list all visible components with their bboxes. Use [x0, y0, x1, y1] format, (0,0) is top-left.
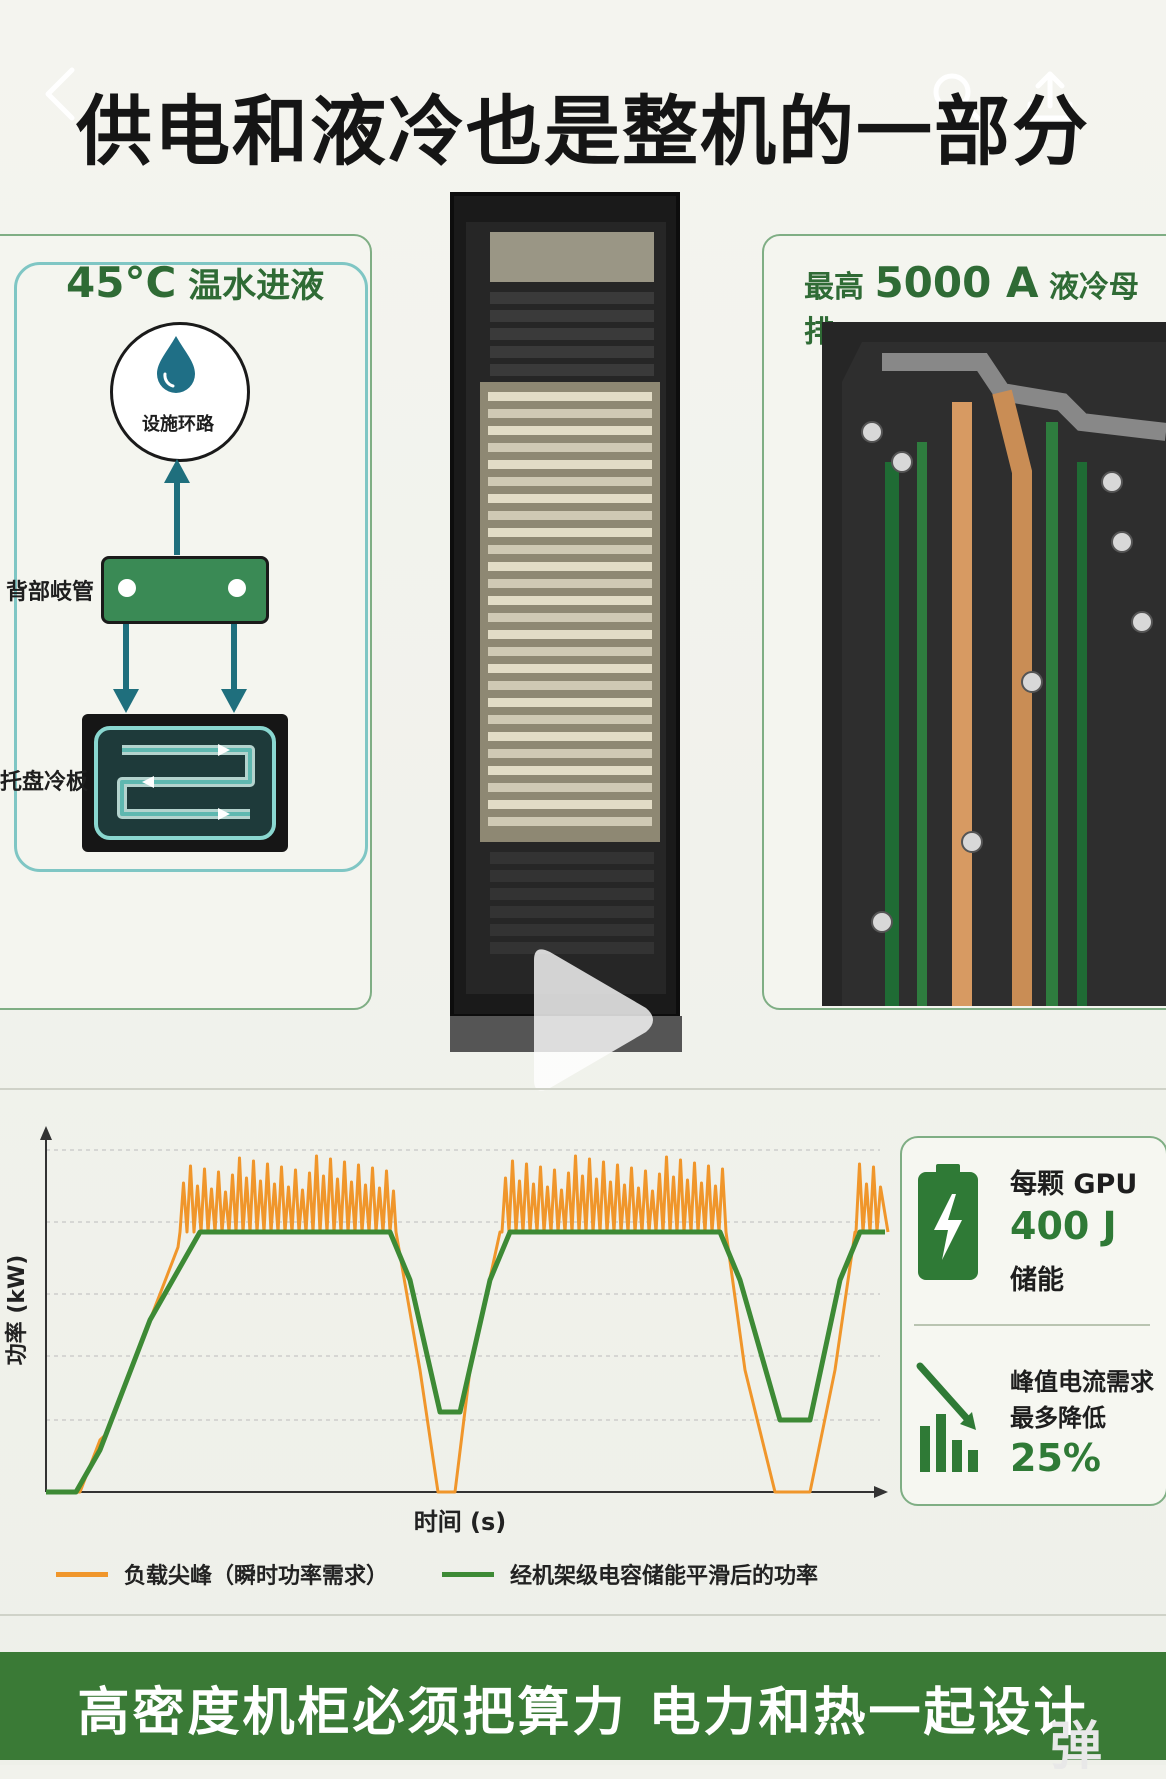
legend-item-smooth: 经机架级电容储能平滑后的功率: [442, 1558, 818, 1590]
tray-cold-plate: [82, 714, 288, 852]
legend-label-spike: 负载尖峰（瞬时功率需求）: [124, 1564, 389, 1589]
busbar-image: [822, 322, 1166, 1006]
play-icon[interactable]: [514, 940, 664, 1104]
rack-blade: [488, 647, 652, 656]
rack-blade: [488, 426, 652, 435]
stats-divider: [914, 1324, 1150, 1326]
rack-blade: [488, 749, 652, 758]
rack-blade: [488, 630, 652, 639]
energy-line1: 每颗 GPU: [1010, 1169, 1138, 1200]
footer-banner-text: 高密度机柜必须把算力 电力和热一起设计: [77, 1683, 1089, 1743]
rack-blade: [488, 698, 652, 707]
left-panel-heading: 45°C 温水进液: [66, 258, 324, 307]
rack-blade: [488, 528, 652, 537]
legend-swatch-spike: [56, 1571, 108, 1577]
smoothed-power-series: [46, 1229, 885, 1495]
power-chart: 功率 (kW) 时间 (s): [4, 1126, 890, 1536]
rack-blade: [488, 800, 652, 809]
left-flow-diagram: [113, 459, 247, 713]
danmaku-toggle[interactable]: 弹: [1050, 1717, 1103, 1777]
busbar-current: 5000 A: [874, 258, 1039, 307]
tray-cold-plate-label: 托盘冷板: [0, 770, 89, 795]
rack-blade: [488, 545, 652, 554]
rack-blade: [488, 681, 652, 690]
legend-swatch-smooth: [442, 1571, 494, 1577]
manifold-port: [118, 579, 136, 597]
peak-line2: 最多降低: [1010, 1404, 1106, 1432]
energy-value: 400 J: [1010, 1204, 1117, 1248]
page-title: 供电和液冷也是整机的一部分: [76, 87, 1090, 176]
rack-blade: [488, 409, 652, 418]
peak-line1: 峰值电流需求: [1010, 1368, 1154, 1396]
back-manifold-label: 背部岐管: [6, 580, 95, 605]
right-panel-heading: 最高 5000 A 液冷母排: [804, 258, 1166, 351]
rack-blade: [488, 477, 652, 486]
chart-xlabel: 时间 (s): [414, 1508, 507, 1536]
search-icon[interactable]: [930, 70, 984, 128]
water-drop-icon: [153, 334, 199, 398]
chart-y-axis-arrow: [40, 1126, 52, 1140]
rack-blade: [488, 664, 652, 673]
rack-blade: [488, 460, 652, 469]
rack-blade: [488, 817, 652, 826]
rack-blade: [488, 732, 652, 741]
rack-blade: [488, 766, 652, 775]
footer-banner: [0, 1652, 1166, 1760]
chart-x-axis-arrow: [874, 1486, 888, 1498]
inlet-label: 温水进液: [188, 266, 325, 306]
back-manifold: [101, 556, 269, 624]
rack-blade: [488, 392, 652, 401]
rack-blade-stack: [488, 392, 652, 826]
energy-line3: 储能: [1010, 1265, 1064, 1296]
share-icon[interactable]: [1020, 66, 1080, 130]
rack-blade: [488, 596, 652, 605]
section-divider: [0, 1088, 1166, 1090]
manifold-port: [228, 579, 246, 597]
decrease-chart-icon: [914, 1362, 984, 1478]
rack-image: [450, 192, 682, 1052]
rack-blade: [488, 443, 652, 452]
rack-blade: [488, 579, 652, 588]
chart-ylabel: 功率 (kW): [4, 1255, 30, 1366]
battery-bolt-icon: [916, 1164, 980, 1286]
peak-value: 25%: [1010, 1436, 1101, 1480]
busbar-label-pre: 最高: [804, 270, 864, 305]
inlet-temperature: 45°C: [66, 258, 177, 307]
bottom-divider: [0, 1614, 1166, 1616]
legend-item-spike: 负载尖峰（瞬时功率需求）: [56, 1558, 388, 1590]
facility-loop-label: 设施环路: [142, 414, 214, 435]
busbar-label-post: 液冷母排: [804, 270, 1139, 350]
rack-blade: [488, 511, 652, 520]
rack-blade: [488, 494, 652, 503]
rack-blade: [488, 613, 652, 622]
rack-blade: [488, 562, 652, 571]
liquid-cooling-loop-card: [14, 262, 368, 872]
back-icon[interactable]: [40, 64, 80, 133]
rack-blade: [488, 715, 652, 724]
load-spike-series: [46, 1154, 890, 1494]
rack-blade: [488, 783, 652, 792]
legend-label-smooth: 经机架级电容储能平滑后的功率: [510, 1564, 819, 1589]
